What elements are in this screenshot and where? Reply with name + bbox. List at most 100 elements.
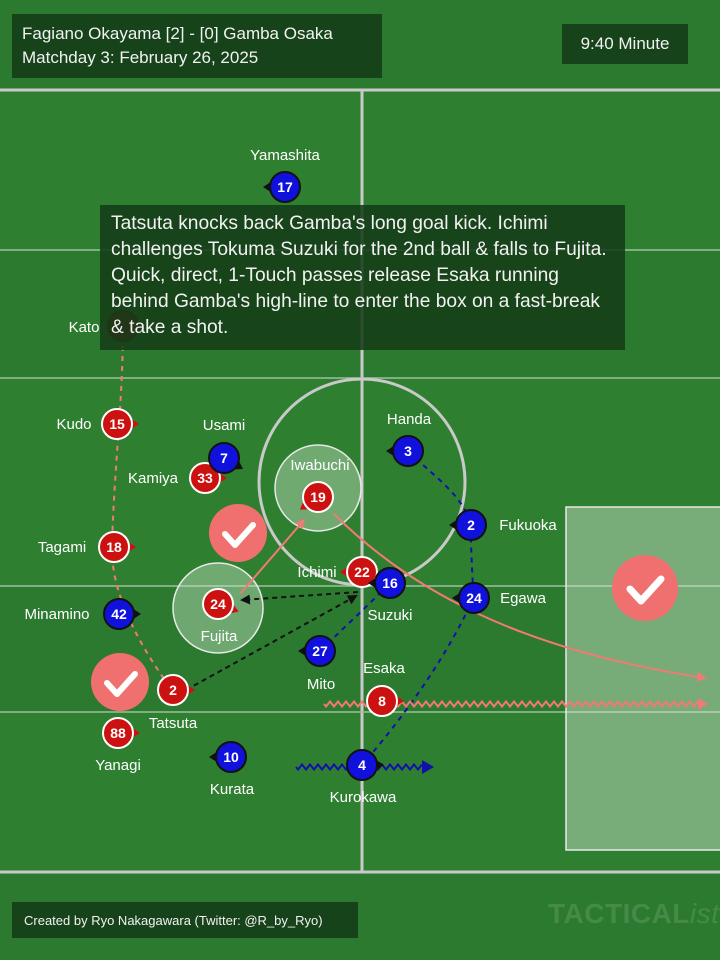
player-name: Fukuoka bbox=[499, 517, 557, 534]
player-name: Kurokawa bbox=[330, 789, 397, 806]
player-token bbox=[98, 531, 130, 563]
player-name: Fujita bbox=[201, 628, 238, 645]
player-number: 4 bbox=[358, 757, 366, 773]
check-badge-icon bbox=[91, 653, 149, 711]
pass-fujita-to-iwabuchi bbox=[239, 518, 306, 595]
player-number: 24 bbox=[210, 596, 226, 612]
player-name: Tatsuta bbox=[149, 715, 198, 732]
play-description: Tatsuta knocks back Gamba's long goal ki… bbox=[100, 205, 625, 350]
okayama-player-iwabuchi: 19 Iwabuchi bbox=[290, 457, 350, 513]
gamba-player-minamino: 42 Minamino bbox=[24, 598, 141, 630]
player-name: Kudo bbox=[56, 416, 91, 433]
player-token bbox=[269, 171, 301, 203]
player-token bbox=[304, 635, 336, 667]
player-token bbox=[302, 481, 334, 513]
player-token bbox=[374, 567, 406, 599]
player-token bbox=[101, 408, 133, 440]
gamba-player-egawa: 24 Egawa bbox=[452, 582, 547, 614]
player-number: 16 bbox=[382, 575, 398, 591]
player-number: 42 bbox=[111, 606, 127, 622]
player-number: 2 bbox=[467, 517, 475, 533]
okayama-player-esaka: 8 Esaka bbox=[363, 660, 405, 717]
player-name: Handa bbox=[387, 411, 432, 428]
gamba-player-handa: 3 Handa bbox=[386, 411, 432, 467]
dribble-kurokawa-arrowhead bbox=[422, 760, 434, 774]
player-number: 3 bbox=[404, 443, 412, 459]
player-number: 27 bbox=[312, 643, 328, 659]
player-name: Minamino bbox=[24, 606, 89, 623]
player-number: 2 bbox=[169, 682, 177, 698]
player-number: 17 bbox=[277, 179, 293, 195]
player-name: Tagami bbox=[38, 539, 86, 556]
okayama-player-ichimi: 22 Ichimi bbox=[297, 556, 378, 588]
player-name: Usami bbox=[203, 417, 246, 434]
gamba-run-line-handa bbox=[407, 451, 475, 598]
brand-watermark: TACTICALista bbox=[548, 898, 720, 930]
player-token bbox=[102, 717, 134, 749]
player-number: 7 bbox=[220, 450, 228, 466]
player-token bbox=[157, 674, 189, 706]
pass-iwabuchi-to-esaka bbox=[333, 513, 707, 682]
player-token bbox=[202, 588, 234, 620]
player-token bbox=[346, 749, 378, 781]
player-number: 15 bbox=[109, 416, 125, 432]
player-name: Ichimi bbox=[297, 564, 336, 581]
player-token bbox=[458, 582, 490, 614]
dribble-esaka-arrowhead bbox=[698, 698, 708, 710]
player-number: 19 bbox=[310, 489, 326, 505]
gamba-player-usami: 7 Usami bbox=[203, 417, 246, 474]
player-number: 22 bbox=[354, 564, 370, 580]
player-name: Mito bbox=[307, 676, 335, 693]
okayama-player-kamiya: 33 Kamiya bbox=[128, 462, 227, 494]
check-badge-icon bbox=[612, 555, 678, 621]
player-number: 33 bbox=[197, 470, 213, 486]
match-header: Fagiano Okayama [2] - [0] Gamba Osaka Ma… bbox=[12, 14, 382, 78]
player-token bbox=[366, 685, 398, 717]
player-name: Egawa bbox=[500, 590, 547, 607]
player-token bbox=[392, 435, 424, 467]
credit-footer: Created by Ryo Nakagawara (Twitter: @R_b… bbox=[12, 902, 358, 938]
check-badge-icon bbox=[209, 504, 267, 562]
gamba-player-yamashita: 17 Yamashita bbox=[250, 147, 321, 203]
okayama-player-kudo: 15 Kudo bbox=[56, 408, 139, 440]
brand-main: TACTICAL bbox=[548, 898, 690, 929]
player-name: Yamashita bbox=[250, 147, 320, 164]
match-date: Matchday 3: February 26, 2025 bbox=[22, 48, 259, 67]
players-layer: Kato15Kudo33Kamiya18Tagami19Iwabuchi24Fu… bbox=[24, 147, 557, 806]
match-title: Fagiano Okayama [2] - [0] Gamba Osaka bbox=[22, 24, 333, 43]
gamba-run-line-kurokawa bbox=[361, 596, 475, 766]
player-name: Iwabuchi bbox=[290, 457, 349, 474]
player-number: 8 bbox=[378, 693, 386, 709]
brand-italic: ista bbox=[689, 898, 720, 929]
player-token bbox=[215, 741, 247, 773]
player-token bbox=[103, 598, 135, 630]
player-number: 10 bbox=[223, 749, 239, 765]
player-number: 88 bbox=[110, 725, 126, 741]
minute-badge: 9:40 Minute bbox=[562, 24, 688, 64]
player-name: Kato bbox=[69, 319, 100, 336]
player-token bbox=[208, 442, 240, 474]
player-number: 24 bbox=[466, 590, 482, 606]
passes bbox=[185, 513, 707, 691]
gamba-player-fukuoka: 2 Fukuoka bbox=[449, 509, 557, 541]
player-number: 18 bbox=[106, 539, 122, 555]
player-name: Esaka bbox=[363, 660, 405, 677]
player-token bbox=[455, 509, 487, 541]
player-token bbox=[346, 556, 378, 588]
player-name: Yanagi bbox=[95, 757, 141, 774]
player-name: Kamiya bbox=[128, 470, 179, 487]
player-name: Suzuki bbox=[367, 607, 412, 624]
player-name: Kurata bbox=[210, 781, 255, 798]
pass-ichimi-to-fujita bbox=[240, 591, 359, 605]
okayama-player-tagami: 18 Tagami bbox=[38, 531, 136, 563]
player-token bbox=[189, 462, 221, 494]
